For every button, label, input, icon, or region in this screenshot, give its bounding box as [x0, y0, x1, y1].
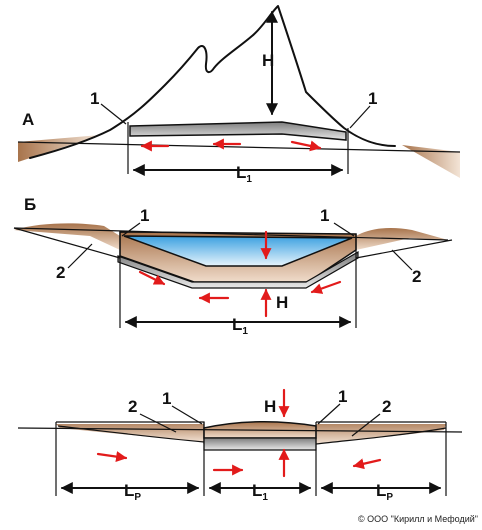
- copyright-text: © ООО "Кирилл и Мефодий": [358, 514, 478, 524]
- label-1-right-a: 1: [368, 89, 377, 108]
- side-length-label-left-c: LP: [124, 481, 141, 503]
- tunnel-a: [129, 121, 347, 141]
- length-label-b: L1: [232, 315, 248, 337]
- leader-1-right-b: [333, 222, 355, 237]
- label-2-left-b: 2: [56, 263, 65, 282]
- length-label-a: L1: [236, 163, 252, 185]
- height-label-b: Н: [276, 293, 288, 312]
- leader-2-left-b: [67, 243, 93, 269]
- leader-2-left-c: [139, 413, 177, 433]
- flow-arrow-b3: [310, 280, 342, 294]
- soil-left-b: [14, 223, 120, 250]
- lining-c: [203, 437, 317, 451]
- panel-a: Н L1 А 1 1: [17, 5, 461, 185]
- label-1-right-b: 1: [320, 206, 329, 225]
- soil-right-a: [402, 145, 460, 178]
- flow-arrow-c1: [96, 451, 128, 463]
- label-2-right-c: 2: [382, 397, 391, 416]
- leader-1-right-c: [317, 403, 341, 425]
- ext-lines-c: [55, 422, 447, 496]
- label-2-right-b: 2: [412, 267, 421, 286]
- length-label-c: L1: [252, 481, 268, 503]
- panel-b-letter: Б: [24, 195, 36, 214]
- surface-line-b: [13, 227, 449, 241]
- water-b: [123, 235, 353, 267]
- leader-2-right-c: [351, 413, 381, 437]
- panel-c: LP L1 LP Н 1 1 2 2: [17, 387, 463, 503]
- label-2-left-c: 2: [128, 397, 137, 416]
- surface-line-c: [17, 427, 463, 433]
- soil-right-c: [316, 424, 446, 444]
- flow-arrow-a3: [290, 140, 322, 152]
- ground-line-left-b: [13, 227, 121, 259]
- leader-1-left-c: [171, 405, 203, 425]
- leader-1-left-b: [121, 222, 141, 237]
- label-1-left-c: 1: [162, 389, 171, 408]
- label-1-left-b: 1: [140, 206, 149, 225]
- leader-1-left-a: [100, 103, 127, 125]
- label-1-left-a: 1: [90, 89, 99, 108]
- flow-arrow-c3: [352, 458, 382, 470]
- flow-arrow-b1: [138, 270, 166, 286]
- panel-b: L1 Н Б 1 1 2 2: [13, 195, 453, 337]
- mountain-outline: [29, 5, 396, 159]
- slope-right-c: [315, 427, 447, 445]
- height-label-a: Н: [262, 51, 274, 70]
- panel-a-letter: А: [22, 110, 34, 129]
- leader-1-right-a: [349, 105, 371, 129]
- ground-line-right-b: [355, 239, 453, 259]
- label-1-right-c: 1: [338, 387, 347, 406]
- ground-line-a: [17, 141, 461, 153]
- side-length-label-right-c: LP: [376, 481, 393, 503]
- height-label-c: Н: [264, 397, 276, 416]
- leader-2-right-b: [391, 249, 413, 271]
